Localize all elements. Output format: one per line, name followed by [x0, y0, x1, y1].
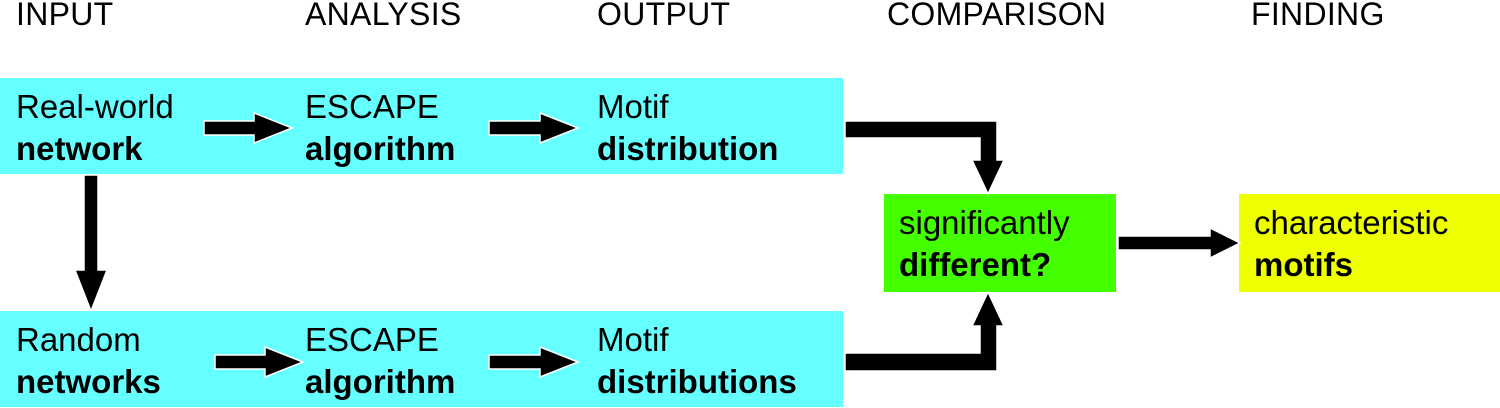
node-real-analysis-line2: algorithm — [305, 130, 456, 167]
node-real-input-line1: Real-world — [16, 88, 174, 125]
arrow-real-to-random-networks — [73, 174, 109, 314]
arrow-comparison-to-finding — [1117, 226, 1242, 260]
node-random-analysis-line1: ESCAPE — [305, 321, 439, 358]
node-real-output-line1: Motif — [597, 88, 669, 125]
node-comparison-line1: significantly — [899, 204, 1070, 241]
node-random-analysis-line2: algorithm — [305, 363, 456, 400]
node-finding-line2: motifs — [1254, 246, 1353, 283]
comparison-box — [884, 194, 1116, 292]
stage-header-comparison: COMPARISON — [887, 0, 1107, 32]
node-characteristic-motifs: characteristic motifs — [1254, 202, 1448, 286]
real-network-row-band — [0, 78, 843, 174]
node-random-networks: Random networks — [16, 319, 161, 403]
random-networks-row-band — [0, 311, 843, 407]
node-real-escape-algorithm: ESCAPE algorithm — [305, 86, 455, 170]
arrow-random-input-to-analysis — [214, 345, 306, 379]
node-significantly-different: significantly different? — [899, 202, 1070, 286]
node-finding-line1: characteristic — [1254, 204, 1449, 241]
stage-header-output: OUTPUT — [597, 0, 731, 32]
node-random-output-line1: Motif — [597, 321, 669, 358]
node-real-motif-distribution: Motif distribution — [597, 86, 778, 170]
arrow-real-analysis-to-output — [488, 111, 581, 145]
stage-header-finding: FINDING — [1251, 0, 1385, 32]
node-real-input-line2: network — [16, 130, 143, 167]
node-real-world-network: Real-world network — [16, 86, 174, 170]
arrow-real-input-to-analysis — [203, 111, 295, 145]
node-comparison-line2: different? — [899, 246, 1052, 283]
arrow-random-analysis-to-output — [488, 345, 581, 379]
arrow-real-output-to-comparison — [844, 120, 1006, 196]
node-real-analysis-line1: ESCAPE — [305, 88, 439, 125]
stage-header-input: INPUT — [16, 0, 114, 32]
node-real-output-line2: distribution — [597, 130, 779, 167]
node-random-escape-algorithm: ESCAPE algorithm — [305, 319, 455, 403]
finding-box — [1239, 194, 1500, 292]
node-random-motif-distributions: Motif distributions — [597, 319, 797, 403]
node-random-output-line2: distributions — [597, 363, 797, 400]
node-random-input-line2: networks — [16, 363, 161, 400]
node-random-input-line1: Random — [16, 321, 141, 358]
stage-header-analysis: ANALYSIS — [305, 0, 462, 32]
arrow-random-output-to-comparison — [844, 290, 1006, 372]
